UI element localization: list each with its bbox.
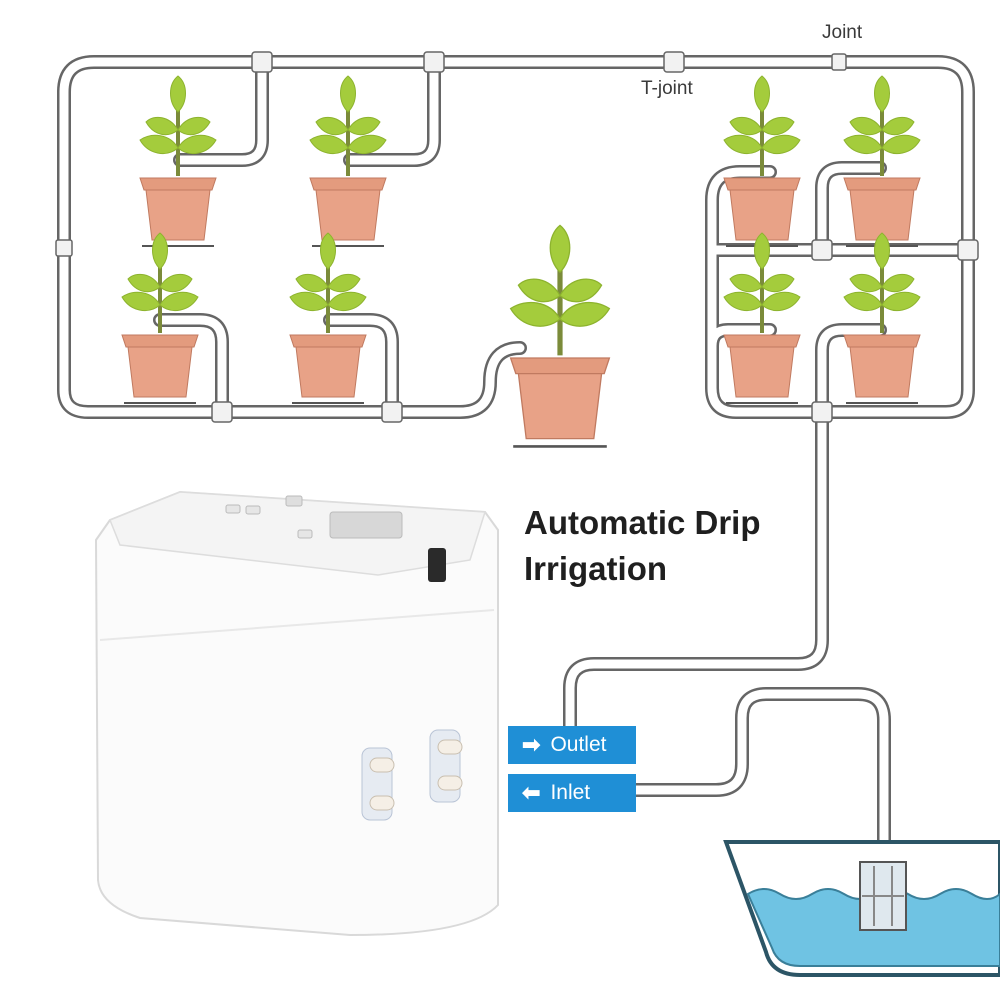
arrow-right-icon: ➡: [522, 732, 541, 757]
t-joint: [211, 401, 233, 423]
t-joint: [381, 401, 403, 423]
inlet-nozzle: [437, 739, 463, 755]
power-switch: [428, 548, 446, 582]
t-joint: [251, 51, 273, 73]
display-screen: [329, 511, 403, 539]
t-joint: [811, 239, 833, 261]
pump-device: [94, 490, 499, 937]
outlet-label: Outlet: [550, 733, 607, 756]
t-joint: [957, 239, 979, 261]
title-line-2: Irrigation: [524, 550, 668, 587]
t-joint: [663, 51, 685, 73]
control-button: [245, 505, 261, 515]
t-joint: [423, 51, 445, 73]
plant-pots: [120, 74, 922, 446]
t-joint-label: T-joint: [641, 78, 693, 99]
outlet-nozzle: [369, 795, 395, 811]
straight-joint: [831, 53, 847, 71]
title-line-1: Automatic Drip: [524, 504, 761, 541]
inlet-tag: ⬅ Inlet: [508, 774, 636, 812]
inlet-label: Inlet: [550, 781, 591, 804]
outlet-nozzle: [369, 757, 395, 773]
potted-plant-icon: [842, 231, 922, 405]
control-button: [285, 495, 303, 507]
potted-plant-icon: [511, 225, 610, 446]
joint-label: Joint: [822, 22, 863, 43]
control-button: [297, 529, 313, 539]
water-tub: [723, 840, 1000, 977]
control-button: [225, 504, 241, 514]
tube-joints: [55, 51, 979, 423]
outlet-tag: ➡ Outlet: [508, 726, 636, 764]
arrow-left-icon: ⬅: [522, 780, 541, 805]
diagram-title: Automatic Drip Irrigation: [524, 500, 761, 592]
tubing-network: [57, 55, 975, 897]
potted-plant-icon: [722, 74, 802, 248]
straight-joint: [55, 239, 73, 257]
potted-plant-icon: [722, 231, 802, 405]
t-joint: [811, 401, 833, 423]
inlet-nozzle: [437, 775, 463, 791]
